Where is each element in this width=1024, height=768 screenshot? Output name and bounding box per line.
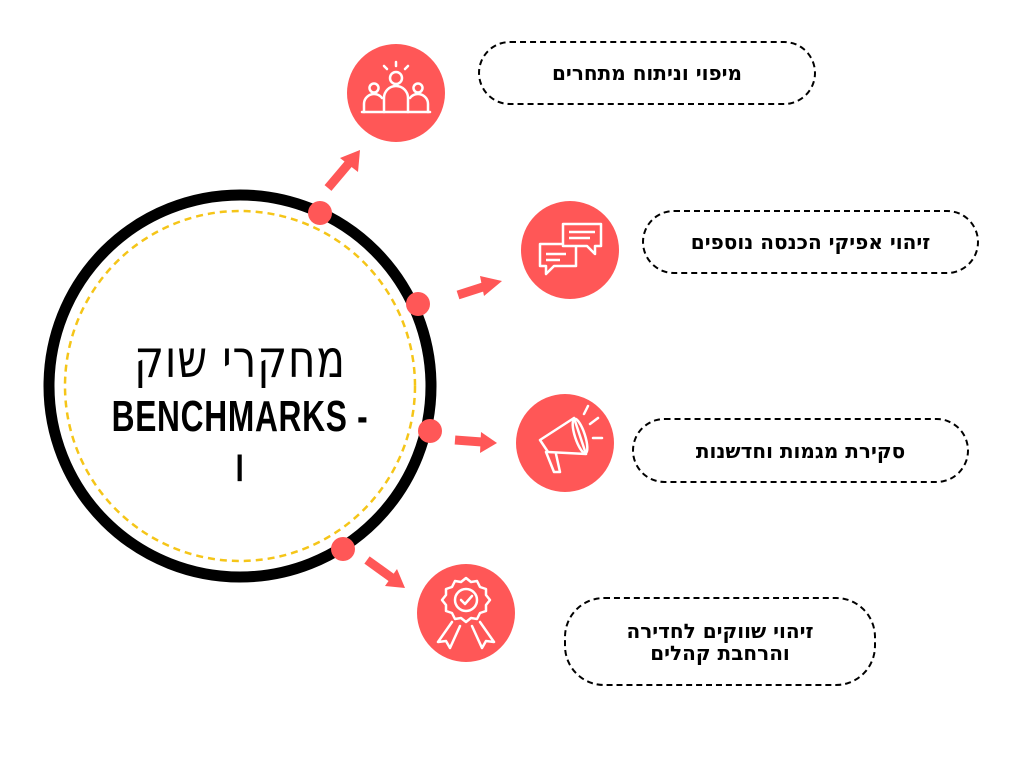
award-badge-icon: [417, 564, 515, 662]
arrow-icon: [324, 150, 360, 191]
connector-dot: [308, 201, 332, 225]
team-icon: [347, 44, 445, 142]
connector-dot: [418, 419, 442, 443]
connector-dot: [331, 537, 355, 561]
center-title-benchmarks: BENCHMARKS -ו: [111, 392, 369, 491]
arrow-icon: [364, 556, 405, 588]
center-title-hebrew: מחקרי שוק: [134, 330, 346, 390]
arrow-icon: [454, 432, 497, 453]
inner-dashed-circle: [63, 209, 417, 563]
main-circle: [43, 189, 437, 583]
megaphone-icon: [516, 394, 614, 492]
item-trends-innovation: סקירת מגמות וחדשנות: [632, 418, 969, 483]
arrow-icon: [456, 276, 502, 300]
item-market-expansion: זיהוי שווקים לחדירה והרחבת קהלים: [564, 597, 876, 686]
chat-bubbles-icon: [521, 201, 619, 299]
item-competitor-mapping: מיפוי וניתוח מתחרים: [478, 41, 816, 105]
connector-dot: [406, 292, 430, 316]
item-revenue-channels: זיהוי אפיקי הכנסה נוספים: [642, 210, 979, 274]
